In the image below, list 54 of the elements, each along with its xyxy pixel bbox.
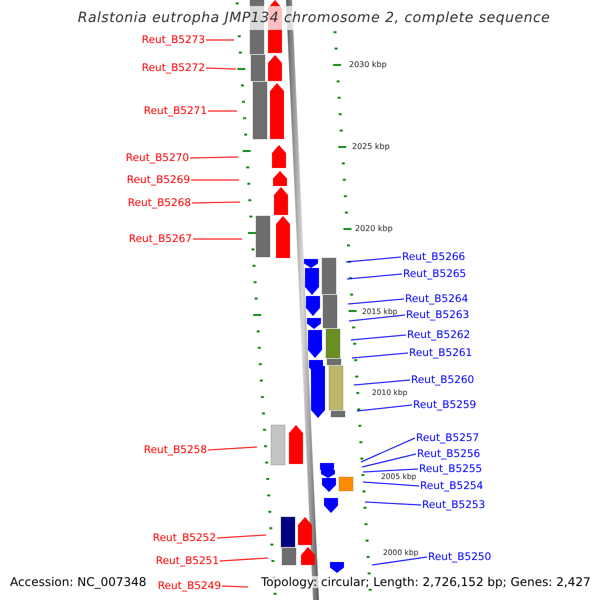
gene-label: Reut_B5268: [128, 198, 191, 208]
leader-line: [348, 314, 406, 322]
leader-line: [346, 274, 402, 280]
gene-label: Reut_B5249: [158, 580, 221, 592]
gene-label: Reut_B5273: [142, 34, 205, 46]
gene-label: Reut_B5260: [411, 374, 474, 386]
gene-label: Reut_B5269: [126, 174, 190, 186]
leader-line: [216, 534, 266, 538]
scale-label: 2025 kbp: [352, 143, 390, 151]
leader-line: [190, 156, 238, 158]
genome-info-text: Topology: circular; Length: 2,726,152 bp; Genes: 2,427: [261, 576, 591, 588]
leader-line: [348, 298, 404, 304]
map-title: Ralstonia eutropha JMP134 chromosome 2, complete sequence: [78, 11, 550, 25]
leader-line: [192, 202, 240, 204]
gene-label: Reut_B5254: [420, 480, 484, 492]
leader-line: [362, 454, 416, 468]
leader-line: [350, 334, 406, 340]
leader-line: [208, 110, 238, 112]
gene-label: Reut_B5267: [128, 234, 192, 244]
gene-label: Reut_B5261: [409, 348, 472, 358]
leader-line: [356, 404, 412, 412]
gene-label: Reut_B5255: [419, 464, 482, 474]
gene-label: Reut_B5271: [144, 106, 207, 116]
gene-label: Reut_B5250: [428, 552, 492, 562]
leader-line: [352, 352, 408, 358]
gene-label: Reut_B5258: [144, 444, 207, 456]
leader-line: [362, 482, 420, 486]
gene-label: Reut_B5264: [405, 294, 468, 304]
leader-line: [360, 438, 416, 462]
leader-line: [372, 556, 428, 566]
leader-line: [362, 468, 418, 472]
leader-line: [220, 558, 268, 562]
gene-label: Reut_B5272: [142, 62, 205, 74]
gene-label: Reut_B5265: [403, 268, 466, 280]
gene-label: Reut_B5256: [417, 448, 480, 460]
leader-line: [354, 380, 410, 386]
gene-label: Reut_B5270: [126, 152, 189, 164]
scale-label: 2030 kbp: [349, 61, 387, 69]
accession-text: Accession: NC_007348: [10, 576, 146, 588]
gene-label: Reut_B5262: [407, 330, 470, 340]
leader-line: [208, 446, 258, 450]
scale-label: 2020 kbp: [355, 225, 393, 233]
gene-label: Reut_B5257: [416, 432, 480, 444]
gene-label: Reut_B5252: [152, 532, 216, 544]
leader-line: [192, 238, 242, 240]
leader-line: [206, 68, 236, 70]
gene-label: Reut_B5253: [422, 500, 486, 510]
gene-label: Reut_B5266: [402, 252, 466, 262]
leader-line: [346, 256, 402, 262]
leader-line: [222, 586, 248, 588]
gene-label: Reut_B5251: [156, 556, 219, 566]
gene-label: Reut_B5259: [413, 400, 476, 410]
leader-line: [364, 502, 422, 506]
gene-label: Reut_B5263: [406, 310, 470, 320]
